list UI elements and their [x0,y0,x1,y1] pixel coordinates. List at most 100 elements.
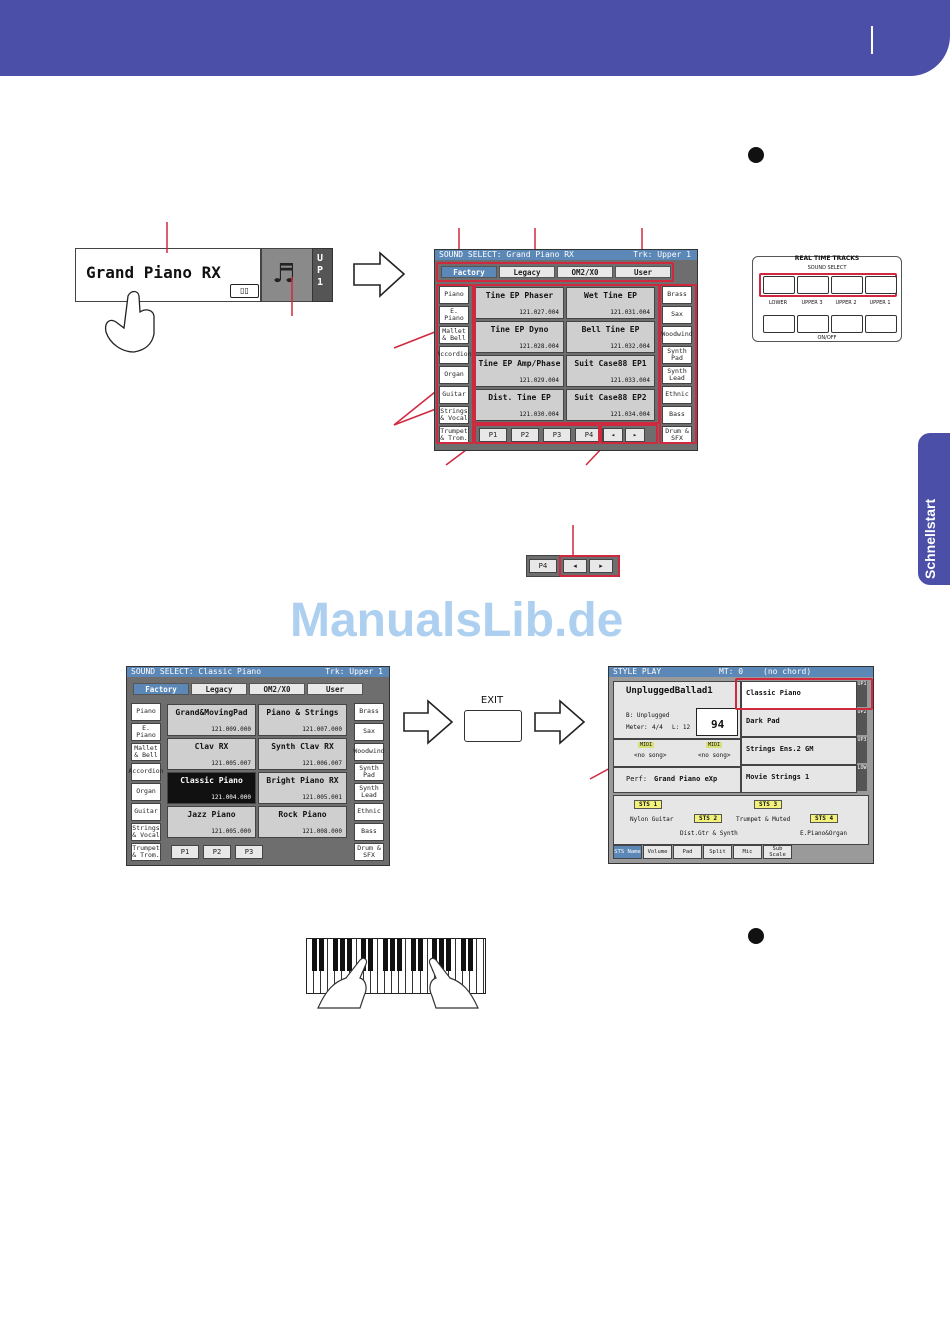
category-button-mallet-bell[interactable]: Mallet & Bell [131,743,161,761]
category-button-organ[interactable]: Organ [439,366,469,384]
page-prev-button[interactable]: ◂ [603,428,623,442]
step-bullet [748,928,764,944]
midi-badge: MIDI [638,742,655,748]
sts-button[interactable]: STS 4 [810,814,839,823]
category-button-bass[interactable]: Bass [662,406,692,424]
style-length: L: 12 [672,724,691,731]
sts-button[interactable]: STS 3 [754,800,783,809]
keyboard-track[interactable]: Strings Ens.2 GM [741,737,857,765]
tab-om2-x0[interactable]: OM2/X0 [249,683,305,695]
style-block[interactable]: UnpluggedBallad1 B: Unplugged Meter: 4/4… [613,681,741,739]
category-button-trumpet-trom[interactable]: Trumpet & Trom. [131,843,161,861]
category-button-ethnic[interactable]: Ethnic [662,386,692,404]
category-button-woodwind[interactable]: Woodwind [661,326,693,344]
tempo-box: 94 [696,708,738,736]
tab-sub-scale[interactable]: Sub Scale [763,845,792,859]
sound-code: 121.007.000 [302,726,342,733]
page-button-p1[interactable]: P1 [479,428,507,442]
tab-sts-name[interactable]: STS Name [613,845,642,859]
category-button-sax[interactable]: Sax [354,723,384,741]
category-button-e-piano[interactable]: E. Piano [131,723,161,741]
category-button-ethnic[interactable]: Ethnic [354,803,384,821]
sound-select-switch[interactable] [865,276,897,294]
category-button-accordion[interactable]: Accordion [128,763,164,781]
rtt-sound-select-label: SOUND SELECT [807,265,847,271]
sound-select-switch[interactable] [763,276,795,294]
sound-select-switch[interactable] [831,276,863,294]
sts-button[interactable]: STS 2 [694,814,723,823]
tab-split[interactable]: Split [703,845,732,859]
category-button-brass[interactable]: Brass [662,286,692,304]
page-button-p4[interactable]: P4 [575,428,603,442]
category-button-mallet-bell[interactable]: Mallet & Bell [439,326,469,344]
performance-block[interactable]: Perf: Grand Piano eXp [613,767,741,793]
tab-om2-x0[interactable]: OM2/X0 [557,266,613,278]
page-button-p3[interactable]: P3 [235,845,263,859]
page-button[interactable]: P4 [529,559,557,573]
keyboard-track[interactable]: Movie Strings 1 [741,765,857,793]
category-button-synth-pad[interactable]: Synth Pad [354,763,384,781]
tab-legacy[interactable]: Legacy [191,683,247,695]
tab-volume[interactable]: Volume [643,845,672,859]
category-button-bass[interactable]: Bass [354,823,384,841]
white-key [399,939,407,993]
track-display-name-box[interactable]: Grand Piano RX ▯▯ [75,248,261,302]
category-button-sax[interactable]: Sax [662,306,692,324]
onoff-switch[interactable] [797,315,829,333]
onoff-switch[interactable] [763,315,795,333]
rtt-label: UPPER 2 [835,300,857,306]
category-button-synth-pad[interactable]: Synth Pad [662,346,692,364]
category-button-woodwind[interactable]: Woodwind [353,743,385,761]
page-button-p2[interactable]: P2 [203,845,231,859]
track-display-image-box[interactable]: ♬ [261,248,313,302]
onoff-switch[interactable] [865,315,897,333]
category-button-organ[interactable]: Organ [131,783,161,801]
exit-button[interactable] [464,710,522,742]
page-next-button[interactable]: ▸ [625,428,645,442]
category-button-piano[interactable]: Piano [439,286,469,304]
page-button-p1[interactable]: P1 [171,845,199,859]
page-prev-button[interactable]: ◂ [563,559,587,573]
category-button-guitar[interactable]: Guitar [131,803,161,821]
tab-mic[interactable]: Mic [733,845,762,859]
category-button-piano[interactable]: Piano [131,703,161,721]
highlight-tabs [436,262,674,282]
pad-block[interactable]: MIDI <no song> MIDI <no song> [613,739,741,767]
category-button-synth-lead[interactable]: Synth Lead [662,366,692,384]
category-button-guitar[interactable]: Guitar [439,386,469,404]
sound-select-switch[interactable] [797,276,829,294]
category-button-strings-vocal[interactable]: Strings & Vocal [439,406,469,424]
page-button-p2[interactable]: P2 [511,428,539,442]
page-button-p3[interactable]: P3 [543,428,571,442]
tab-factory[interactable]: Factory [133,683,189,695]
tab-pad[interactable]: Pad [673,845,702,859]
category-button-drum-sfx[interactable]: Drum & SFX [354,843,384,861]
onoff-switch[interactable] [831,315,863,333]
tab-factory[interactable]: Factory [441,266,497,278]
category-button-synth-lead[interactable]: Synth Lead [354,783,384,801]
category-button-brass[interactable]: Brass [354,703,384,721]
page-next-button[interactable]: ▸ [589,559,613,573]
category-button-strings-vocal[interactable]: Strings & Vocal [131,823,161,841]
sts-button[interactable]: STS 1 [634,800,663,809]
tab-user[interactable]: User [307,683,363,695]
category-button-e-piano[interactable]: E. Piano [439,306,469,324]
tab-legacy[interactable]: Legacy [499,266,555,278]
category-button-accordion[interactable]: Accordion [436,346,472,364]
black-key [418,939,423,971]
tab-user[interactable]: User [615,266,671,278]
